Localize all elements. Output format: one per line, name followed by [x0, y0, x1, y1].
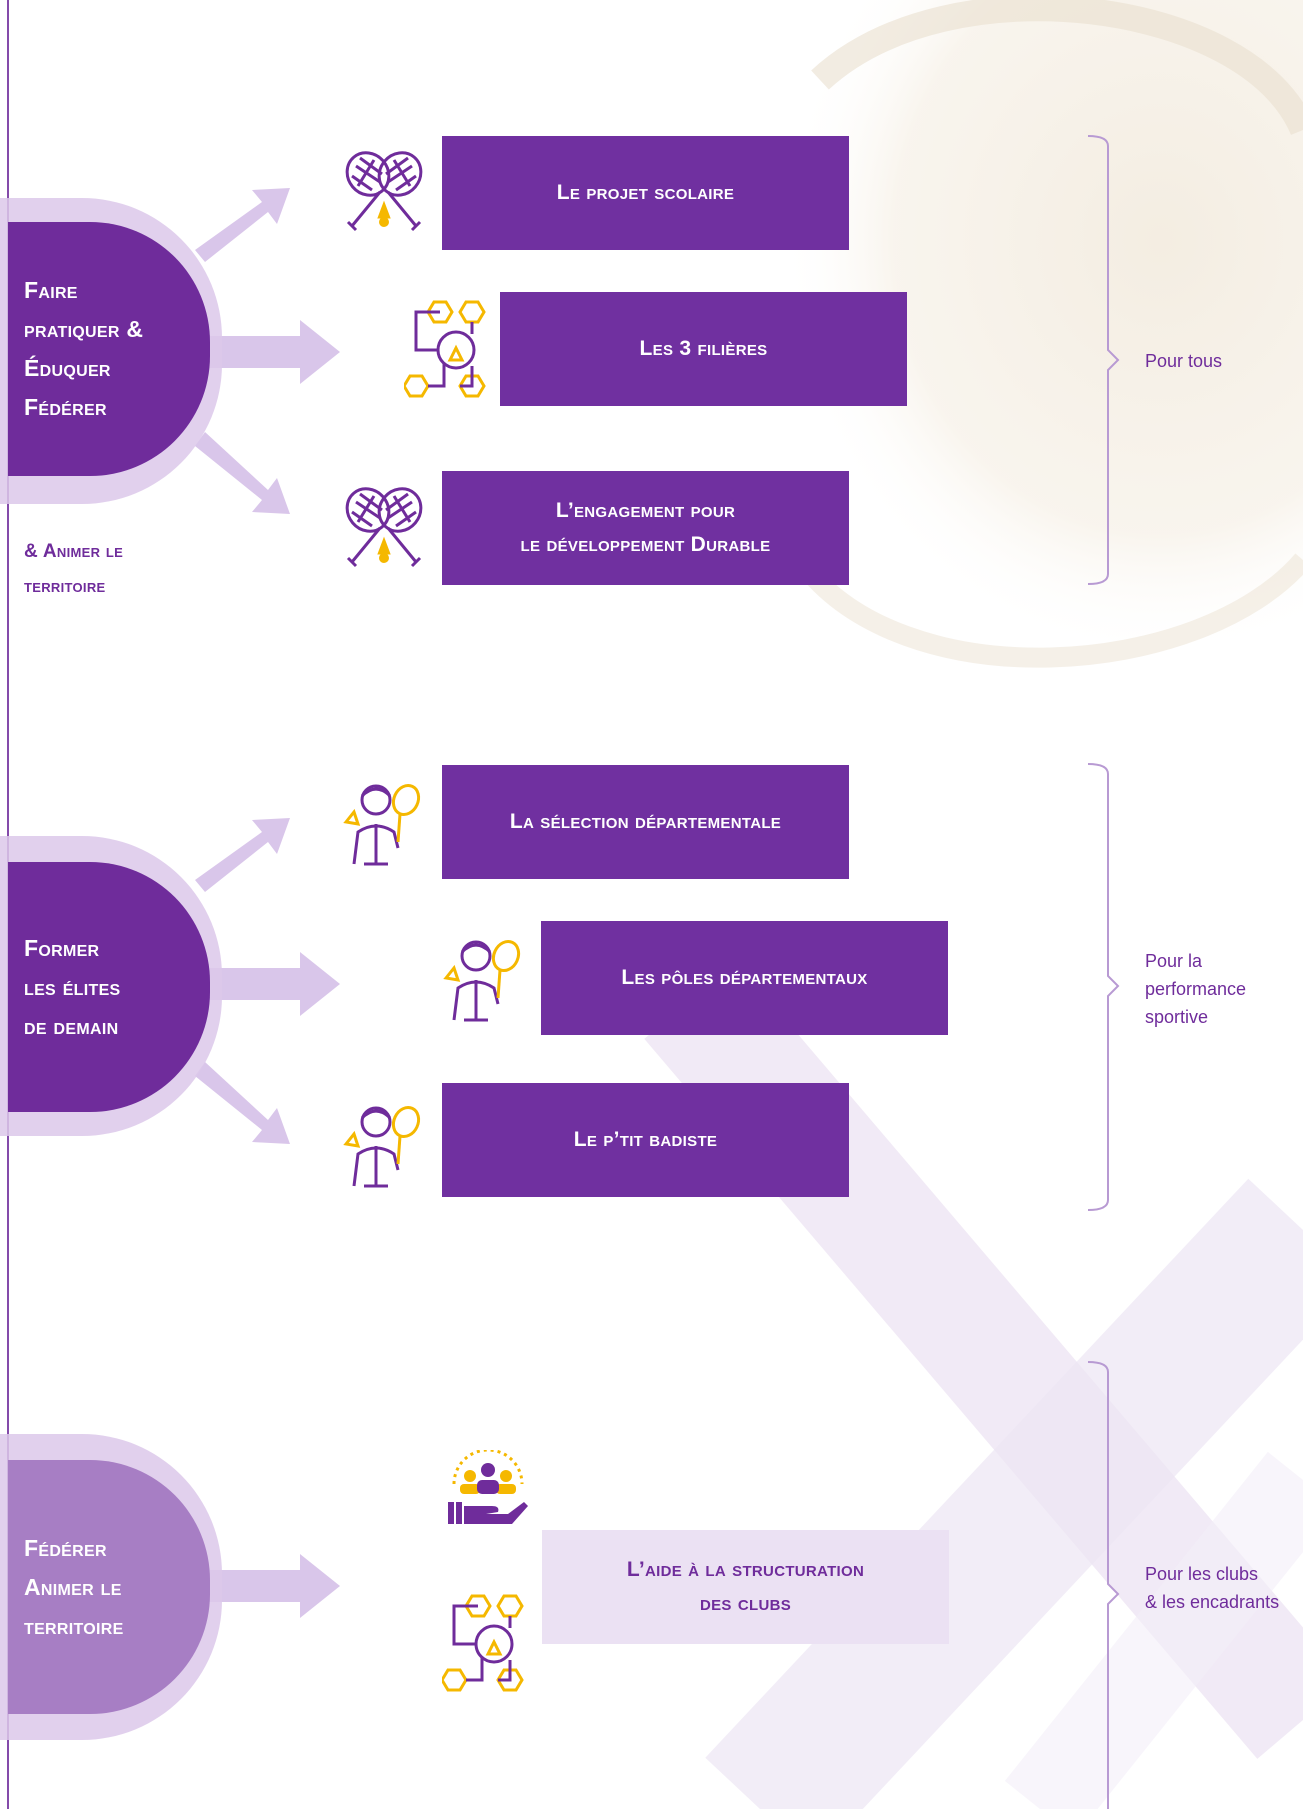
bracket-line: & les encadrants	[1145, 1592, 1280, 1612]
badminton-rackets-icon	[345, 151, 423, 232]
box-departmental-selection: La sélection départementale	[442, 765, 849, 879]
box-line: le développement Durable	[520, 533, 771, 556]
hub-federate-animate: Fédérer Animer le territoire	[8, 1460, 210, 1714]
club-support-hand-icon	[448, 1450, 528, 1524]
arrow-up-right	[195, 818, 290, 892]
hub-line: Animer le	[24, 1573, 122, 1600]
box-departmental-poles: Les pôles départementaux	[541, 921, 948, 1035]
box-club-structuring-support: L’aide à la structuration des clubs	[542, 1530, 949, 1644]
box-three-tracks: Les 3 filières	[500, 292, 907, 406]
network-hexagon-icon	[442, 1594, 524, 1692]
box-line: Le p’tit badiste	[573, 1128, 718, 1151]
box-little-badminton-player: Le p’tit badiste	[442, 1083, 849, 1197]
arrow-right	[205, 320, 340, 384]
arrow-down-right	[195, 1062, 290, 1144]
hub-line: Former	[24, 934, 100, 961]
arrow-up-right	[195, 188, 290, 262]
bracket-label-clubs-coaches: Pour les clubs & les encadrants	[1145, 1560, 1279, 1616]
bracket-line: sportive	[1145, 1007, 1209, 1027]
hub-note: & Animer le territoire	[24, 534, 123, 604]
badminton-player-icon	[443, 939, 521, 1022]
hub-line: Faire	[24, 277, 78, 303]
badminton-player-icon	[343, 1105, 421, 1188]
box-line: L’aide à la structuration	[626, 1558, 865, 1581]
box-line: des clubs	[699, 1592, 792, 1615]
bracket	[1087, 763, 1120, 1211]
box-line: L’engagement pour	[555, 499, 736, 522]
arrow-right	[205, 1554, 340, 1618]
hub-note-line: & Animer le	[24, 541, 124, 562]
bracket-line: Pour tous	[1145, 351, 1223, 371]
box-sustainable-development: L’engagement pour le développement Durab…	[442, 471, 849, 585]
bracket-label-for-all: Pour tous	[1145, 347, 1222, 375]
badminton-rackets-icon	[345, 487, 423, 568]
badminton-player-icon	[343, 783, 421, 866]
box-school-project: Le projet scolaire	[442, 136, 849, 250]
bracket	[1087, 1361, 1120, 1809]
hub-line: Éduquer	[24, 355, 111, 381]
hub-line: de demain	[24, 1012, 119, 1039]
bracket-label-sports-performance: Pour la performance sportive	[1145, 947, 1246, 1031]
hub-line: Fédérer	[24, 1534, 107, 1561]
hub-train-elites: Former les élites de demain	[8, 862, 210, 1112]
box-line: Les 3 filières	[639, 337, 768, 360]
bracket-line: performance	[1145, 979, 1247, 999]
box-line: Les pôles départementaux	[621, 966, 868, 989]
arrow-right	[205, 952, 340, 1016]
bracket-line: Pour les clubs	[1145, 1564, 1259, 1584]
hub-practice-educate: Faire pratiquer & Éduquer Fédérer	[8, 222, 210, 476]
hub-line: Fédérer	[24, 394, 107, 420]
bracket-line: Pour la	[1145, 951, 1203, 971]
box-line: La sélection départementale	[509, 810, 782, 833]
bracket	[1087, 135, 1120, 585]
hub-note-line: territoire	[24, 576, 106, 597]
hub-line: territoire	[24, 1612, 124, 1639]
hub-line: les élites	[24, 973, 121, 1000]
arrow-down-right	[195, 432, 290, 514]
hub-line: pratiquer &	[24, 316, 144, 342]
network-hexagon-icon	[404, 300, 486, 398]
box-line: Le projet scolaire	[556, 181, 735, 204]
